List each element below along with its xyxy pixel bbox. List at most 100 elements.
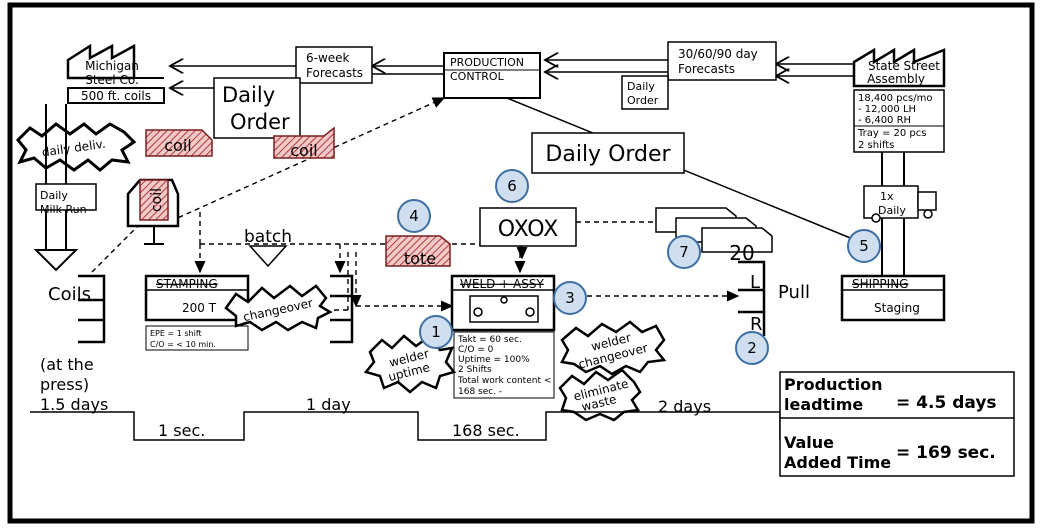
- kanban-post-label: coil: [149, 188, 165, 212]
- va-label-1: Value: [784, 433, 834, 452]
- welder-uptime-burst: welder uptime: [363, 334, 457, 394]
- badge-6: 6: [495, 169, 529, 203]
- coils-inventory: [78, 274, 106, 344]
- customer-name-1: State Street: [868, 59, 940, 73]
- welder-changeover-burst: welder changeover: [560, 320, 667, 376]
- shipping-sub: Staging: [874, 301, 920, 315]
- supplier-truck-lane: [33, 104, 97, 272]
- lead-label-1: Production: [784, 375, 882, 394]
- supplier-michigan-steel: Michigan Steel Co. 500 ft. coils: [66, 43, 165, 104]
- coil-kanban-2: coil: [273, 126, 335, 160]
- weld-data-2: C/O = 0: [458, 345, 494, 355]
- stamping-data-2: C/O = < 10 min.: [150, 340, 216, 349]
- customer-data-1: 18,400 pcs/mo: [858, 93, 932, 104]
- timeline-wait-3: 2 days: [658, 397, 711, 416]
- control-title-2: CONTROL: [450, 70, 505, 83]
- badge-2: 2: [735, 331, 769, 365]
- lead-label-2: leadtime: [784, 395, 863, 414]
- badge-2-label: 2: [747, 339, 757, 357]
- customer-state-street: State Street Assembly 18,400 pcs/mo - 12…: [852, 47, 946, 153]
- tote-label: tote: [404, 249, 436, 268]
- forecast-6wk-line-1: 6-week: [306, 51, 350, 65]
- coils-note-1: (at the: [40, 355, 94, 374]
- stamping-title: STAMPING: [156, 277, 218, 291]
- stamping-tonnage: 200 T: [182, 301, 217, 315]
- weld-data-6: 168 sec. -: [458, 387, 502, 397]
- lead-value: = 4.5 days: [896, 393, 997, 413]
- withdrawal-kanbans: 20: [655, 207, 773, 265]
- daily-order-big: Daily Order: [213, 77, 301, 139]
- daily-order-big-1: Daily: [222, 83, 275, 107]
- badge-5: 5: [847, 229, 881, 263]
- coil-kanban-2-label: coil: [290, 141, 317, 160]
- supplier-name-2: Steel Co.: [85, 73, 139, 87]
- forecast-customer: 30/60/90 day Forecasts: [667, 41, 777, 81]
- production-control: PRODUCTION CONTROL: [443, 52, 541, 99]
- supplier-name-1: Michigan: [85, 59, 139, 73]
- badge-1: 1: [419, 315, 453, 349]
- supplier-coils-label: 500 ft. coils: [81, 89, 151, 103]
- weld-data-3: Uptime = 100%: [458, 355, 530, 365]
- daily-order-big-2: Order: [230, 110, 290, 134]
- weld-data-4: 2 Shifts: [458, 365, 492, 375]
- shipping-process: 1x Daily SHIPPING Staging: [840, 152, 946, 322]
- supermarket: [738, 260, 766, 336]
- va-label-2: Added Time: [784, 453, 891, 472]
- control-title-1: PRODUCTION: [450, 56, 524, 69]
- badge-7-label: 7: [679, 243, 689, 261]
- dashed-signals: [91, 97, 740, 312]
- batch-marker: batch: [244, 227, 292, 268]
- shipping-title: SHIPPING: [852, 277, 908, 291]
- timeline-proc-2: 168 sec.: [452, 421, 520, 440]
- coils-label: Coils: [48, 284, 91, 305]
- changeover-burst: changeover: [224, 284, 333, 332]
- stamping-data-1: EPE = 1 shift: [150, 329, 202, 338]
- customer-name-2: Assembly: [867, 72, 925, 86]
- badge-4-label: 4: [409, 207, 419, 225]
- badge-3-label: 3: [565, 289, 575, 307]
- badge-5-label: 5: [859, 237, 869, 255]
- coils-note-2: press): [40, 375, 89, 394]
- va-value: = 169 sec.: [896, 443, 996, 463]
- customer-data-3: - 6,400 RH: [858, 115, 911, 126]
- load-leveling-box: OXOX: [479, 207, 577, 247]
- eliminate-waste-burst: eliminate waste: [558, 368, 642, 422]
- timeline-wait-1: 1.5 days: [40, 395, 108, 414]
- customer-data-4: Tray = 20 pcs: [857, 128, 927, 139]
- badge-6-label: 6: [507, 177, 517, 195]
- timeline-proc-1: 1 sec.: [158, 421, 205, 440]
- supermarket-L: L: [750, 272, 760, 293]
- daily-order-wide: Daily Order: [531, 132, 685, 174]
- badge-4: 4: [397, 199, 431, 233]
- batch-label: batch: [244, 227, 292, 247]
- forecast-6-week: 6-week Forecasts: [295, 46, 373, 84]
- timeline-wait-2: 1 day: [306, 395, 351, 414]
- tote-kanban: tote: [385, 235, 451, 268]
- oxox-label: OXOX: [498, 217, 559, 242]
- badge-1-label: 1: [431, 323, 441, 341]
- badge-7: 7: [667, 235, 701, 269]
- weld-title: WELD + ASSY: [460, 277, 545, 291]
- daily-order-small-1: Daily: [627, 80, 655, 93]
- milk-run-2: Milk Run: [40, 203, 87, 216]
- forecast-cust-line-2: Forecasts: [678, 62, 735, 76]
- wip-inventory: [330, 274, 354, 344]
- forecast-6wk-line-2: Forecasts: [306, 66, 363, 80]
- supermarket-R: R: [750, 314, 763, 335]
- weld-data-1: Takt = 60 sec.: [457, 335, 522, 345]
- kanban-post: coil: [126, 178, 180, 245]
- badge-3: 3: [553, 281, 587, 315]
- summary-box: Production leadtime = 4.5 days Value Add…: [779, 371, 1015, 477]
- weld-assy-process: WELD + ASSY Takt = 60 sec. C/O = 0 Uptim…: [450, 274, 556, 399]
- customer-data-2: - 12,000 LH: [858, 104, 916, 115]
- milk-run-1: Daily: [40, 189, 68, 202]
- forecast-cust-line-1: 30/60/90 day: [678, 47, 758, 61]
- pull-label: Pull: [778, 282, 810, 303]
- truck-freq-2: Daily: [878, 204, 906, 217]
- daily-order-small: Daily Order: [621, 75, 669, 110]
- weld-data-5: Total work content <: [457, 376, 551, 386]
- daily-order-wide-label: Daily Order: [545, 142, 671, 167]
- customer-data-5: 2 shifts: [858, 140, 894, 151]
- coil-kanban-1-label: coil: [164, 136, 191, 155]
